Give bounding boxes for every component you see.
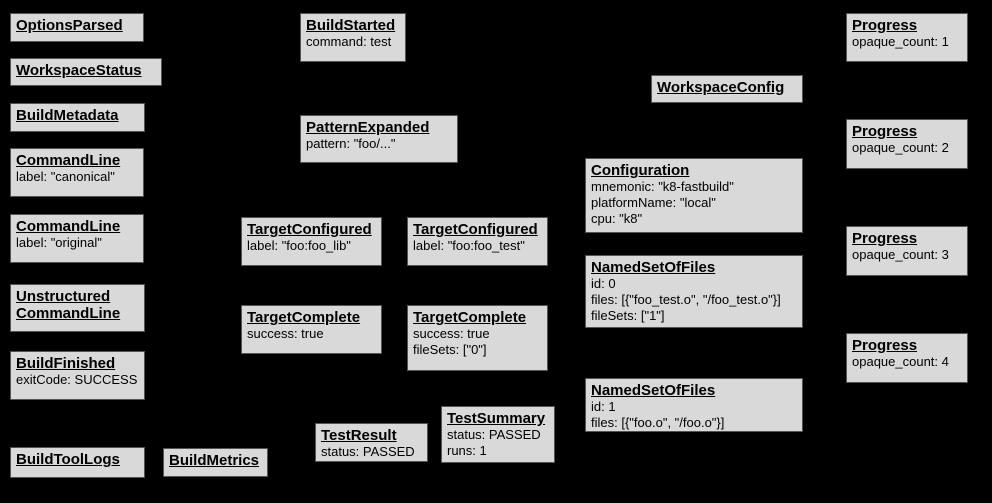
node-title: WorkspaceConfig	[657, 79, 785, 96]
node-field: success: true	[247, 326, 324, 341]
event-node-options-parsed: OptionsParsed	[10, 13, 144, 42]
node-title: Progress	[852, 17, 918, 34]
node-field: pattern: "foo/..."	[306, 136, 396, 151]
node-title: CommandLine	[16, 218, 121, 235]
node-field: fileSets: ["0"]	[413, 342, 487, 357]
node-field: id: 0	[591, 276, 616, 291]
node-title: Unstructured	[16, 288, 111, 305]
node-field: opaque_count: 2	[852, 140, 949, 155]
node-field: cpu: "k8"	[591, 211, 643, 226]
node-title: Progress	[852, 337, 918, 354]
node-field: label: "original"	[16, 235, 102, 250]
node-field: mnemonic: "k8-fastbuild"	[591, 179, 734, 194]
node-field: opaque_count: 4	[852, 354, 949, 369]
node-field: status: PASSED	[447, 427, 541, 442]
node-title: WorkspaceStatus	[16, 62, 142, 79]
node-field: runs: 1	[447, 443, 487, 458]
node-title: TargetComplete	[247, 309, 361, 326]
event-node-build-tool-logs: BuildToolLogs	[10, 447, 145, 478]
node-field: fileSets: ["1"]	[591, 308, 665, 323]
node-field: opaque_count: 1	[852, 34, 949, 49]
node-title: PatternExpanded	[306, 119, 430, 136]
node-field: success: true	[413, 326, 490, 341]
node-field: opaque_count: 3	[852, 247, 949, 262]
node-field: files: [{"foo_test.o", "/foo_test.o"}]	[591, 292, 781, 307]
node-title: TargetConfigured	[247, 221, 372, 238]
node-title: CommandLine	[16, 152, 121, 169]
event-node-build-metrics: BuildMetrics	[163, 448, 268, 477]
node-field: platformName: "local"	[591, 195, 716, 210]
node-title: TestResult	[321, 427, 397, 444]
node-field: command: test	[306, 34, 392, 49]
node-title: BuildMetrics	[169, 452, 260, 469]
node-title: Configuration	[591, 162, 690, 179]
node-title: NamedSetOfFiles	[591, 259, 716, 276]
node-title: BuildStarted	[306, 17, 396, 34]
node-title: Progress	[852, 230, 918, 247]
node-title: BuildFinished	[16, 355, 116, 372]
node-title: NamedSetOfFiles	[591, 382, 716, 399]
event-node-workspace-config: WorkspaceConfig	[651, 75, 803, 103]
node-title: TargetConfigured	[413, 221, 538, 238]
node-field: exitCode: SUCCESS	[16, 372, 138, 387]
node-title: TestSummary	[447, 410, 546, 427]
node-title: BuildToolLogs	[16, 451, 120, 468]
node-title: OptionsParsed	[16, 17, 123, 34]
node-title: CommandLine	[16, 305, 121, 322]
node-title: BuildMetadata	[16, 107, 119, 124]
node-field: files: [{"foo.o", "/foo.o"}]	[591, 415, 725, 430]
node-title: TargetComplete	[413, 309, 527, 326]
node-field: id: 1	[591, 399, 616, 414]
node-field: label: "foo:foo_test"	[413, 238, 525, 253]
node-field: label: "canonical"	[16, 169, 115, 184]
node-title: Progress	[852, 123, 918, 140]
event-node-build-metadata: BuildMetadata	[10, 103, 145, 132]
node-field: label: "foo:foo_lib"	[247, 238, 351, 253]
node-field: status: PASSED	[321, 444, 415, 459]
event-node-workspace-status: WorkspaceStatus	[10, 58, 162, 86]
